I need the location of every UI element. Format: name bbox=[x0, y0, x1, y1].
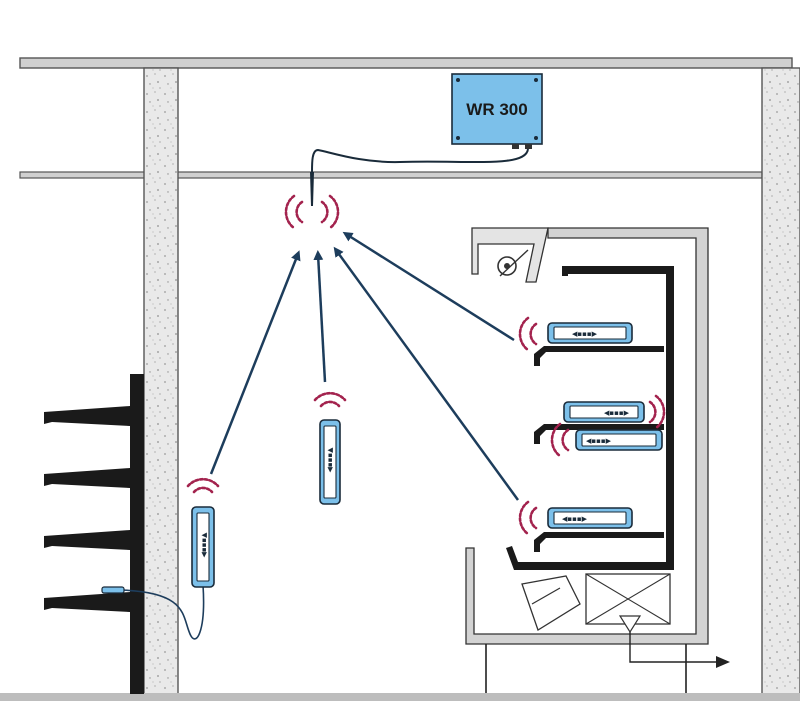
signal-arrow-shelf3-logger bbox=[333, 246, 520, 501]
external-sensor-probe bbox=[101, 586, 125, 594]
svg-text:◀▪▪▪▲: ◀▪▪▪▲ bbox=[326, 447, 334, 473]
receiver-box-icon bbox=[451, 73, 543, 145]
svg-text:◀▪▪▪▶: ◀▪▪▪▶ bbox=[586, 437, 612, 445]
shelf-bracket-4 bbox=[44, 592, 130, 612]
cabinet-base-ducts bbox=[521, 575, 581, 631]
free-data-logger: ◀▪▪▪▲ bbox=[313, 391, 347, 505]
antenna-radio-waves-icon bbox=[284, 194, 340, 230]
cabinet-shelf-1 bbox=[534, 346, 664, 366]
svg-text:◀▪▪▪▶: ◀▪▪▪▶ bbox=[562, 515, 588, 523]
building-structure bbox=[0, 57, 800, 701]
display-cabinet bbox=[465, 227, 730, 693]
wall-data-logger: ◀▪▪▪▲ bbox=[101, 477, 220, 640]
radio-waves-icon bbox=[648, 394, 666, 430]
receiver-label: WR 300 bbox=[466, 100, 527, 119]
ceiling-slab bbox=[19, 57, 793, 69]
cabinet-outer-wall bbox=[465, 227, 709, 645]
shelf1-data-logger: ◀▪▪▪▶ bbox=[518, 316, 633, 352]
left-column bbox=[143, 67, 179, 701]
shelf2-upper-data-logger: ◀▪▪▪▶ bbox=[563, 394, 666, 430]
cabinet-top-hood bbox=[471, 227, 549, 283]
shelf-bracket-2 bbox=[44, 468, 130, 488]
signal-arrows bbox=[209, 231, 520, 501]
shelf-bracket-1 bbox=[44, 406, 130, 426]
wall-shelving bbox=[44, 374, 144, 694]
signal-arrow-shelf1-logger bbox=[342, 231, 515, 342]
signal-arrow-wall-logger bbox=[209, 250, 301, 475]
floor bbox=[0, 693, 800, 701]
antenna-cable bbox=[311, 148, 529, 173]
cabinet-shelf-3 bbox=[534, 532, 664, 552]
shelf-upright bbox=[130, 374, 144, 694]
wr300-receiver: WR 300 bbox=[310, 73, 543, 206]
sensor-cable bbox=[119, 584, 205, 640]
drain-funnel bbox=[618, 615, 642, 634]
cabinet-shelf-2 bbox=[534, 424, 664, 444]
svg-text:◀▪▪▪▶: ◀▪▪▪▶ bbox=[572, 330, 598, 338]
svg-text:◀▪▪▪▲: ◀▪▪▪▲ bbox=[200, 532, 208, 558]
shelf-bracket-3 bbox=[44, 530, 130, 550]
shelf2-lower-data-logger: ◀▪▪▪▶ bbox=[550, 422, 663, 458]
ceiling-beam bbox=[19, 171, 763, 179]
right-column bbox=[761, 67, 800, 701]
svg-text:◀▪▪▪▶: ◀▪▪▪▶ bbox=[604, 409, 630, 417]
radio-waves-icon bbox=[186, 477, 220, 494]
antenna bbox=[310, 172, 314, 206]
shelf3-data-logger: ◀▪▪▪▶ bbox=[518, 500, 633, 536]
radio-waves-icon bbox=[518, 316, 538, 352]
radio-waves-icon bbox=[550, 422, 570, 458]
radio-waves-icon bbox=[313, 391, 347, 408]
drain-outlet-arrow bbox=[629, 632, 716, 663]
radio-waves-icon bbox=[518, 500, 538, 536]
signal-arrow-free-logger bbox=[313, 250, 327, 383]
